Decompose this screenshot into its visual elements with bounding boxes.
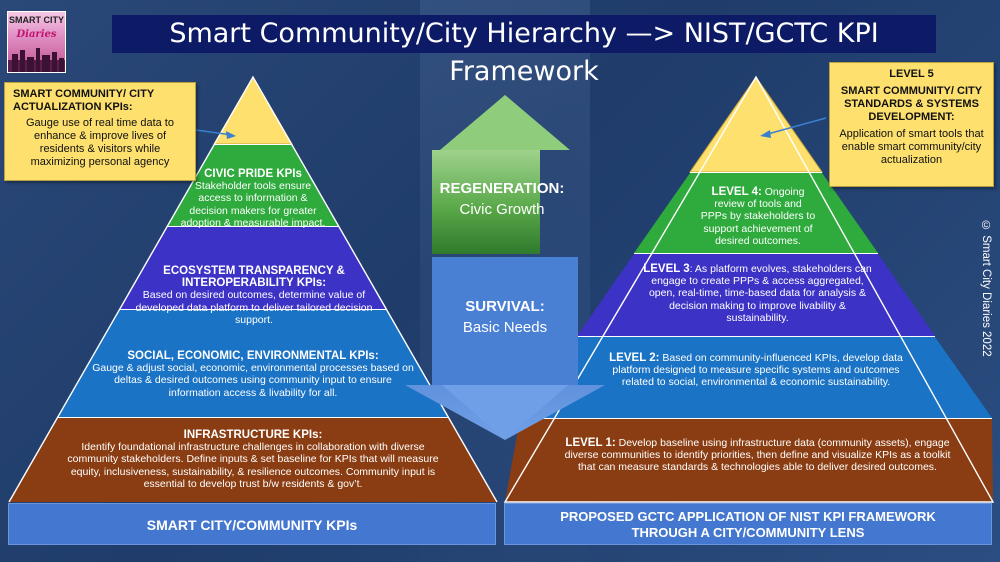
right-tier-level-3: LEVEL 3: As platform evolves, stakeholde… <box>640 263 875 324</box>
right-apex-callout: LEVEL 5 SMART COMMUNITY/ CITY STANDARDS … <box>829 62 994 187</box>
right-tier-1-body: Develop baseline using infrastructure da… <box>564 437 951 474</box>
left-tier-1-heading: CIVIC PRIDE KPIs <box>204 168 302 180</box>
left-tier-infrastructure: INFRASTRUCTURE KPIs: Identify foundation… <box>58 429 448 490</box>
survival-label: SURVIVAL: Basic Needs <box>432 298 578 336</box>
left-tier-4-shape <box>9 418 497 502</box>
right-tier-1-shape <box>634 173 878 253</box>
left-tier-4-heading: INFRASTRUCTURE KPIs: <box>183 429 323 441</box>
right-tier-level-1: LEVEL 1: Develop baseline using infrastr… <box>560 437 955 474</box>
right-tier-3-shape <box>520 337 992 418</box>
left-tier-4-body: Identify foundational infrastructure cha… <box>67 441 439 490</box>
down-arrow-head <box>442 385 568 440</box>
right-tier-4-shape <box>505 419 993 502</box>
regeneration-label: REGENERATION: Civic Growth <box>432 180 572 218</box>
page-title: Smart Community/City Hierarchy —> NIST/G… <box>112 15 936 87</box>
right-apex-heading: SMART COMMUNITY/ CITY STANDARDS & SYSTEM… <box>840 85 983 123</box>
right-apex-level: LEVEL 5 <box>889 68 934 80</box>
right-tier-4-level: LEVEL 4: <box>711 186 762 198</box>
left-tier-3-body: Gauge & adjust social, economic, environ… <box>92 362 414 399</box>
survival-sub: Basic Needs <box>462 319 548 336</box>
left-footer: SMART CITY/COMMUNITY KPIs <box>8 503 496 545</box>
survival-heading: SURVIVAL: <box>465 298 545 315</box>
right-tier-2-shape <box>577 254 935 336</box>
skyline-icon <box>8 48 65 72</box>
right-footer: PROPOSED GCTC APPLICATION OF NIST KPI FR… <box>504 503 992 545</box>
logo-line-2: Diaries <box>16 29 57 40</box>
left-apex-callout: SMART COMMUNITY/ CITY ACTUALIZATION KPIs… <box>4 82 196 181</box>
right-tier-2-body: Based on community-influenced KPIs, deve… <box>612 352 903 389</box>
right-apex-body: Application of smart tools that enable s… <box>839 128 984 166</box>
smart-city-diaries-logo: SMART CITY Diaries <box>7 11 66 73</box>
right-tier-1-level: LEVEL 1: <box>565 437 616 449</box>
regeneration-heading: REGENERATION: <box>439 180 565 197</box>
up-arrow-shaft <box>432 150 540 254</box>
left-tier-3-shape <box>58 310 448 417</box>
copyright-text: © Smart City Diaries 2022 <box>980 220 992 357</box>
left-tier-1-shape <box>167 145 339 226</box>
left-tier-2-body: Based on desired outcomes, determine val… <box>135 289 373 326</box>
right-tier-3-body: : As platform evolves, stakeholders can … <box>648 263 872 324</box>
right-tier-3-level: LEVEL 3 <box>643 263 690 275</box>
left-tier-social-economic: SOCIAL, ECONOMIC, ENVIRONMENTAL KPIs: Ga… <box>88 350 418 399</box>
right-tier-4-body: Ongoing review of tools and PPPs by stak… <box>700 186 816 247</box>
left-apex-heading: SMART COMMUNITY/ CITY ACTUALIZATION KPIs… <box>13 88 154 113</box>
left-tier-civic-pride: CIVIC PRIDE KPIs Stakeholder tools ensur… <box>178 168 328 229</box>
right-tier-level-2: LEVEL 2: Based on community-influenced K… <box>608 352 904 389</box>
left-tier-3-heading: SOCIAL, ECONOMIC, ENVIRONMENTAL KPIs: <box>127 350 379 362</box>
right-tier-2-level: LEVEL 2: <box>609 352 660 364</box>
right-tier-level-4: LEVEL 4: Ongoing review of tools and PPP… <box>700 186 816 247</box>
down-arrow-shaft <box>432 257 578 385</box>
regeneration-sub: Civic Growth <box>459 201 545 218</box>
left-tier-1-body: Stakeholder tools ensure access to infor… <box>180 180 326 229</box>
up-arrow-head <box>440 95 570 150</box>
logo-line-1: SMART CITY <box>9 15 64 25</box>
left-apex-body: Gauge use of real time data to enhance &… <box>26 117 174 168</box>
left-tier-ecosystem: ECOSYSTEM TRANSPARENCY & INTEROPERABILIT… <box>128 265 380 326</box>
left-tier-2-shape <box>119 227 387 309</box>
left-tier-2-heading: ECOSYSTEM TRANSPARENCY & INTEROPERABILIT… <box>163 265 345 290</box>
